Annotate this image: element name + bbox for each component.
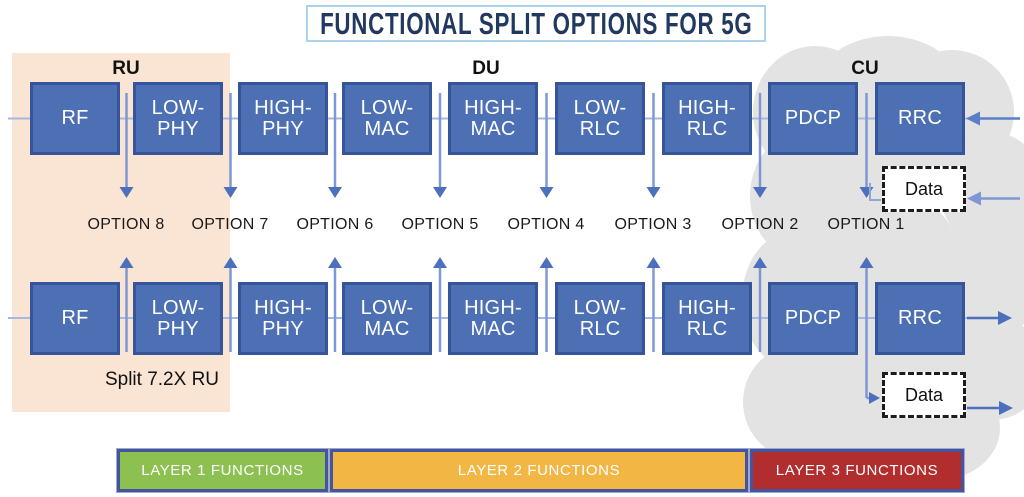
page-title-text: FUNCTIONAL SPLIT OPTIONS FOR 5G [319,5,753,41]
option-label-7: OPTION 7 [191,216,269,233]
data-box-bottom-label: Data [904,384,944,405]
block-bottom-rrc: RRC [875,282,965,355]
legend-bar: LAYER 1 FUNCTIONS LAYER 2 FUNCTIONS LAYE… [117,449,964,492]
block-top-low-rlc: LOW-RLC [555,82,645,155]
legend-layer2-functions: LAYER 2 FUNCTIONS [330,449,748,492]
legend-layer2-label: LAYER 2 FUNCTIONS [457,462,621,479]
legend-layer3-functions: LAYER 3 FUNCTIONS [750,449,964,492]
block-top-pdcp: PDCP [768,82,858,155]
block-bottom-low-mac: LOW-MAC [342,282,432,355]
block-top-high-mac: HIGH-MAC [448,82,538,155]
option-label-5: OPTION 5 [401,216,479,233]
option-label-1: OPTION 1 [827,216,905,233]
label-cu: CU [851,58,879,79]
block-top-low-phy: LOW-PHY [133,82,223,155]
block-bottom-high-phy: HIGH-PHY [238,282,328,355]
block-top-low-mac: LOW-MAC [342,82,432,155]
legend-layer1-functions: LAYER 1 FUNCTIONS [117,449,328,492]
legend-layer1-label: LAYER 1 FUNCTIONS [141,462,304,479]
block-bottom-high-mac: HIGH-MAC [448,282,538,355]
option-label-6: OPTION 6 [296,216,374,233]
data-box-bottom: Data [882,372,966,418]
block-top-rrc: RRC [875,82,965,155]
split-7-2x-ru-label: Split 7.2X RU [104,369,220,390]
page-title: FUNCTIONAL SPLIT OPTIONS FOR 5G [306,5,766,42]
data-box-top: Data [882,166,966,212]
block-bottom-high-rlc: HIGH-RLC [662,282,752,355]
option-label-4: OPTION 4 [507,216,585,233]
block-bottom-rf: RF [30,282,120,355]
label-ru: RU [112,58,140,79]
option-label-8: OPTION 8 [87,216,165,233]
block-top-high-rlc: HIGH-RLC [662,82,752,155]
block-bottom-low-phy: LOW-PHY [133,282,223,355]
block-bottom-low-rlc: LOW-RLC [555,282,645,355]
data-box-top-label: Data [904,178,944,199]
label-du: DU [472,58,500,79]
legend-layer3-label: LAYER 3 FUNCTIONS [775,462,939,479]
block-top-high-phy: HIGH-PHY [238,82,328,155]
block-top-rf: RF [30,82,120,155]
option-label-2: OPTION 2 [721,216,799,233]
block-bottom-pdcp: PDCP [768,282,858,355]
option-label-3: OPTION 3 [614,216,692,233]
